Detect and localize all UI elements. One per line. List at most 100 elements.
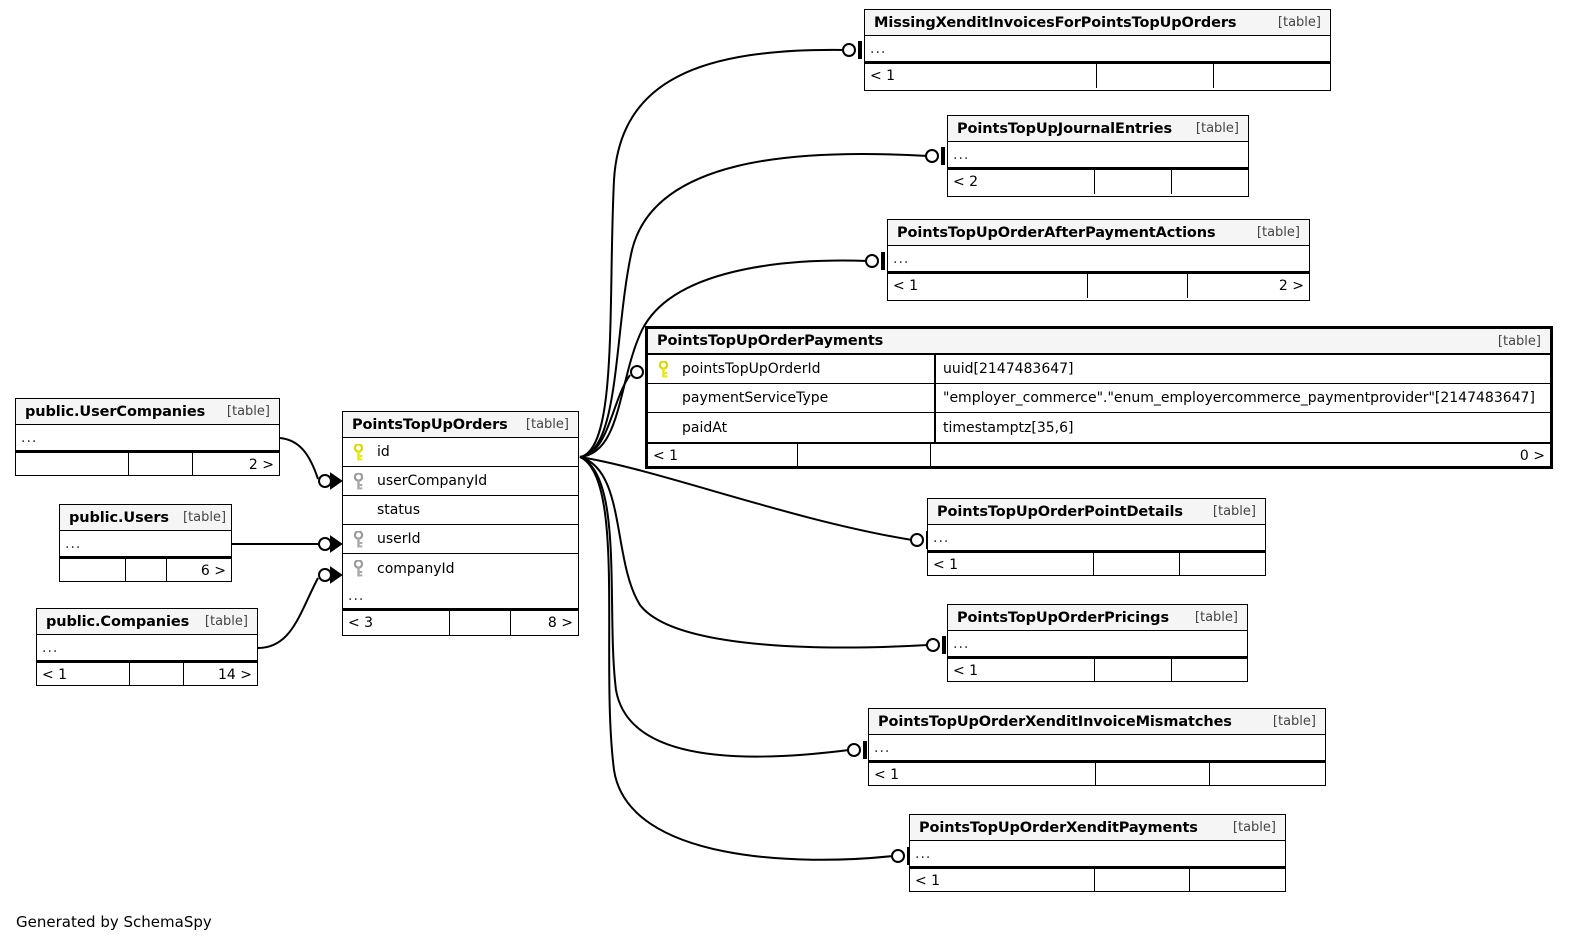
table-title: PointsTopUpJournalEntries [957, 120, 1173, 137]
footer-parent-count: < 2 [948, 170, 1095, 194]
table-footer: < 1 [865, 62, 1330, 88]
table-type-tag: [table] [204, 614, 248, 629]
table-node-points-topup-order-after-payment-actions[interactable]: PointsTopUpOrderAfterPaymentActions [tab… [887, 219, 1310, 301]
footer-child-count: 0 > [1519, 448, 1545, 464]
footer-middle [129, 453, 193, 475]
column-name-cell: paidAt [648, 413, 936, 442]
column-row-usercompanyid[interactable]: userCompanyId [343, 467, 578, 496]
table-node-points-topup-order-pricings[interactable]: PointsTopUpOrderPricings [table] ... < 1 [947, 604, 1248, 682]
footer-child-count: 6 > [200, 563, 226, 579]
column-type: "employer_commerce"."enum_employercommer… [943, 390, 1535, 406]
table-header: public.Users [table] [60, 505, 231, 531]
table-header: PointsTopUpOrderPointDetails [table] [928, 499, 1265, 525]
table-type-tag: [table] [1195, 121, 1239, 136]
table-title: PointsTopUpOrderXenditInvoiceMismatches [878, 713, 1232, 730]
column-name: status [377, 502, 421, 518]
table-title: PointsTopUpOrderPayments [657, 333, 884, 349]
footer-child-count [1190, 869, 1285, 891]
column-list: pointsTopUpOrderId uuid[2147483647] paym… [648, 355, 1550, 442]
column-name: id [377, 444, 390, 460]
table-title: PointsTopUpOrderAfterPaymentActions [897, 224, 1216, 241]
table-node-public-usercompanies[interactable]: public.UserCompanies [table] ... 2 > [15, 398, 280, 476]
primary-key-icon [648, 360, 678, 378]
column-row-paymentservicetype[interactable]: paymentServiceType "employer_commerce"."… [648, 384, 1550, 413]
primary-key-icon [343, 443, 373, 461]
table-header: PointsTopUpOrders [table] [343, 412, 578, 438]
column-row-pointstopuporderid[interactable]: pointsTopUpOrderId uuid[2147483647] [648, 355, 1550, 384]
table-type-tag: [table] [1194, 610, 1238, 625]
table-node-missing-xendit-invoices[interactable]: MissingXenditInvoicesForPointsTopUpOrder… [864, 9, 1331, 91]
table-footer: < 1 14 > [37, 661, 257, 685]
table-header: PointsTopUpOrderPayments [table] [648, 329, 1550, 355]
foreign-key-icon [343, 560, 373, 577]
table-header: public.Companies [table] [37, 609, 257, 635]
table-title: public.Users [69, 509, 169, 526]
footer-child-count [1172, 170, 1248, 194]
table-title: PointsTopUpOrderXenditPayments [919, 819, 1198, 836]
column-name: userCompanyId [377, 473, 488, 489]
footer-parent-count: < 1 [869, 763, 1096, 785]
table-node-points-topup-order-xendit-invoice-mismatches[interactable]: PointsTopUpOrderXenditInvoiceMismatches … [868, 708, 1326, 786]
table-node-public-users[interactable]: public.Users [table] ... 6 > [59, 504, 232, 582]
table-header: PointsTopUpOrderXenditPayments [table] [910, 815, 1285, 841]
table-type-tag: [table] [1232, 820, 1276, 835]
table-node-public-companies[interactable]: public.Companies [table] ... < 1 14 > [36, 608, 258, 686]
table-type-tag: [table] [525, 417, 569, 432]
footer-parent-count: < 1 [948, 659, 1095, 681]
table-node-points-topup-order-point-details[interactable]: PointsTopUpOrderPointDetails [table] ...… [927, 498, 1266, 576]
column-list: id userCompanyId status [343, 438, 578, 583]
foreign-key-icon [343, 472, 373, 490]
collapsed-columns-indicator: ... [60, 531, 231, 557]
footer-middle [1095, 869, 1190, 891]
table-type-tag: [table] [1256, 225, 1300, 240]
column-row-id[interactable]: id [343, 438, 578, 467]
footer-child-count [1210, 763, 1325, 785]
footer-middle [1088, 274, 1188, 298]
footer-parent-count: < 1 [888, 274, 1088, 298]
table-footer: < 1 [948, 657, 1247, 681]
table-type-tag: [table] [1272, 714, 1316, 729]
table-title: public.UserCompanies [25, 403, 206, 420]
table-node-points-topup-orders[interactable]: PointsTopUpOrders [table] id [342, 411, 579, 636]
collapsed-columns-indicator: ... [16, 425, 279, 451]
column-name: pointsTopUpOrderId [682, 361, 821, 377]
column-row-paidat[interactable]: paidAt timestamptz[35,6] [648, 413, 1550, 442]
footer-middle [130, 663, 184, 685]
table-node-points-topup-order-payments[interactable]: PointsTopUpOrderPayments [table] pointsT… [645, 326, 1553, 469]
column-row-companyid[interactable]: companyId [343, 554, 578, 583]
column-row-status[interactable]: status [343, 496, 578, 525]
footer-child-count: 8 > [547, 615, 573, 631]
table-title: PointsTopUpOrderPointDetails [937, 503, 1183, 520]
collapsed-columns-indicator: ... [865, 36, 1330, 62]
footer-child-count [1214, 64, 1330, 88]
table-type-tag: [table] [182, 510, 227, 525]
column-name: userId [377, 531, 421, 547]
column-name: paidAt [682, 419, 728, 436]
collapsed-columns-indicator: ... [869, 735, 1325, 761]
footer-middle [1095, 659, 1172, 681]
table-title: PointsTopUpOrderPricings [957, 609, 1169, 626]
footer-parent-count: < 1 [648, 444, 798, 466]
footer-child-count: 2 > [1278, 278, 1304, 294]
table-footer: < 1 [928, 551, 1265, 575]
table-footer: < 1 2 > [888, 272, 1309, 298]
table-type-tag: [table] [1497, 333, 1541, 349]
footer-parent-count [60, 559, 126, 581]
footer-middle [1095, 170, 1172, 194]
footer-parent-count: < 3 [343, 611, 450, 635]
collapsed-columns-indicator: ... [928, 525, 1265, 551]
footer-middle [798, 444, 931, 466]
table-header: MissingXenditInvoicesForPointsTopUpOrder… [865, 10, 1330, 36]
column-row-userid[interactable]: userId [343, 525, 578, 554]
table-title: MissingXenditInvoicesForPointsTopUpOrder… [874, 14, 1237, 31]
table-header: PointsTopUpJournalEntries [table] [948, 116, 1248, 142]
table-footer: 2 > [16, 451, 279, 475]
table-node-points-topup-order-xendit-payments[interactable]: PointsTopUpOrderXenditPayments [table] .… [909, 814, 1286, 892]
footer-child-count: 2 > [248, 457, 274, 473]
table-title: PointsTopUpOrders [352, 416, 508, 433]
table-header: PointsTopUpOrderXenditInvoiceMismatches … [869, 709, 1325, 735]
column-name: paymentServiceType [682, 390, 829, 406]
collapsed-columns-indicator: ... [343, 583, 578, 609]
table-node-points-topup-journal-entries[interactable]: PointsTopUpJournalEntries [table] ... < … [947, 115, 1249, 197]
